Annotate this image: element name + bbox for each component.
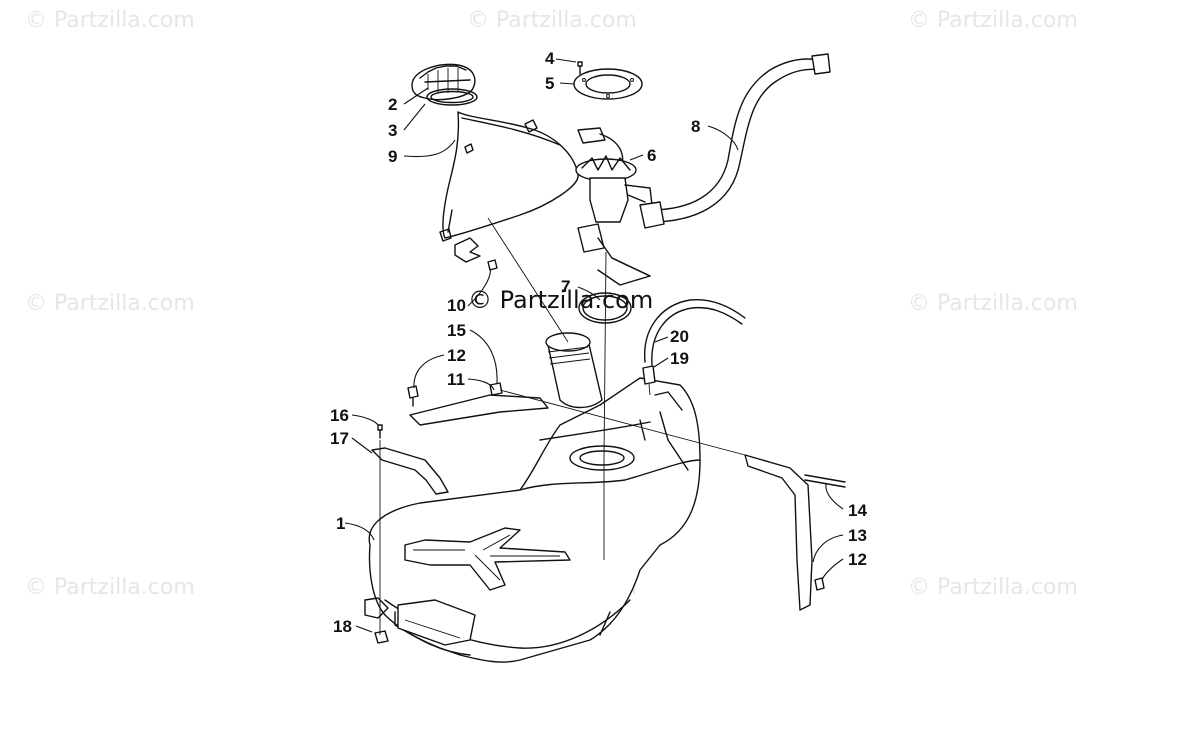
callout-13: 13 [848,526,867,545]
watermark-top-center: © Partzilla.com [467,8,637,33]
callout-16: 16 [330,406,349,425]
callout-1: 1 [336,514,345,533]
filler-neck [545,332,603,409]
screw-4 [577,61,583,75]
vent-tube [644,298,746,366]
callouts: 2 3 9 4 5 6 8 7 10 15 12 11 16 17 1 18 2… [330,49,867,636]
callout-15: 15 [447,321,466,340]
callout-5: 5 [545,74,554,93]
retainer-plate [573,68,643,100]
gas-cap-gasket [426,88,478,106]
callout-7: 7 [561,277,570,296]
fuel-line [639,53,831,229]
callout-17: 17 [330,429,349,448]
callout-12-rear: 12 [848,550,867,569]
callout-4: 4 [545,49,555,68]
watermark-mid-right: © Partzilla.com [908,291,1078,316]
rear-mount-bracket [744,454,846,611]
hose-clip [454,237,498,271]
callout-10: 10 [447,296,466,315]
vent-fitting [642,365,656,396]
callout-2: 2 [388,95,397,114]
callout-18: 18 [333,617,352,636]
callout-11: 11 [447,370,465,389]
callout-14: 14 [848,501,867,520]
watermark-mid-left: © Partzilla.com [25,291,195,316]
watermark-bottom-right: © Partzilla.com [908,575,1078,600]
callout-8: 8 [691,117,700,136]
fuel-pump [575,127,653,286]
callout-20: 20 [670,327,689,346]
alignment-lines [379,217,746,635]
tank-strap [371,424,449,495]
callout-19: 19 [670,349,689,368]
front-mount-bracket [407,382,549,426]
gas-cap [411,63,476,101]
vent-hose [439,111,579,242]
watermark-top-right: © Partzilla.com [908,8,1078,33]
callout-3: 3 [388,121,397,140]
callout-9: 9 [388,147,397,166]
callout-6: 6 [647,146,656,165]
center-watermark: © Partzilla.com [468,286,653,314]
watermark-top-left: © Partzilla.com [25,8,195,33]
watermark-bottom-left: © Partzilla.com [25,575,195,600]
grommet [364,597,389,644]
leader-lines [344,58,844,633]
callout-12-front: 12 [447,346,466,365]
fuel-tank [368,377,701,663]
